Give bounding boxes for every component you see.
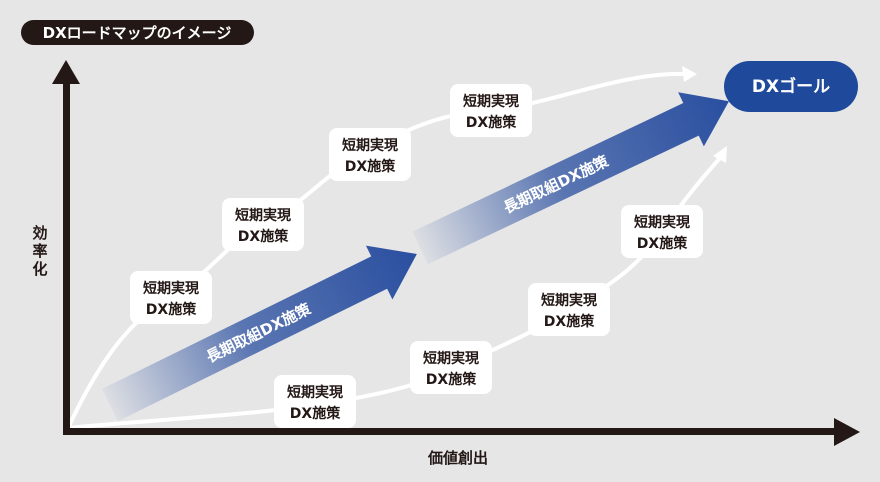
svg-text:DX施策: DX施策 bbox=[290, 405, 341, 422]
x-axis-label: 価値創出 bbox=[427, 449, 488, 467]
short-term-box: 短期実現 DX施策 bbox=[621, 205, 703, 258]
x-axis bbox=[63, 428, 838, 435]
y-axis bbox=[63, 80, 70, 435]
dx-goal-label: DXゴール bbox=[752, 76, 830, 97]
svg-text:DX施策: DX施策 bbox=[345, 158, 396, 175]
svg-text:短期実現: 短期実現 bbox=[463, 93, 519, 110]
svg-text:DX施策: DX施策 bbox=[466, 114, 517, 131]
x-axis-arrowhead-icon bbox=[834, 418, 860, 446]
svg-text:短期実現: 短期実現 bbox=[235, 207, 291, 224]
y-axis-label-2: 率 bbox=[32, 242, 47, 260]
short-term-box: 短期実現 DX施策 bbox=[222, 198, 304, 251]
svg-text:短期実現: 短期実現 bbox=[143, 280, 199, 297]
short-term-box: 短期実現 DX施策 bbox=[130, 271, 212, 324]
short-term-box: 短期実現 DX施策 bbox=[450, 84, 532, 137]
title-badge bbox=[21, 20, 254, 45]
lower-path-arrowhead-icon bbox=[713, 146, 727, 163]
svg-text:短期実現: 短期実現 bbox=[634, 214, 690, 231]
y-axis-label-3: 化 bbox=[32, 260, 47, 278]
short-term-box: 短期実現 DX施策 bbox=[274, 375, 356, 428]
short-term-box: 短期実現 DX施策 bbox=[329, 128, 411, 181]
svg-text:DX施策: DX施策 bbox=[637, 235, 688, 252]
short-term-box: 短期実現 DX施策 bbox=[410, 341, 492, 394]
svg-text:DX施策: DX施策 bbox=[426, 371, 477, 388]
y-axis-label-1: 効 bbox=[32, 224, 47, 242]
y-axis-arrowhead-icon bbox=[52, 60, 80, 84]
svg-text:DX施策: DX施策 bbox=[238, 228, 289, 245]
svg-text:DX施策: DX施策 bbox=[146, 301, 197, 318]
svg-text:短期実現: 短期実現 bbox=[423, 350, 479, 367]
long-term-arrow-1: 長期取組DX施策 bbox=[102, 245, 417, 422]
short-term-box: 短期実現 DX施策 bbox=[528, 283, 610, 336]
svg-text:短期実現: 短期実現 bbox=[342, 137, 398, 154]
dx-goal-badge bbox=[724, 61, 858, 112]
upper-path-arrowhead-icon bbox=[682, 66, 697, 82]
svg-text:短期実現: 短期実現 bbox=[287, 384, 343, 401]
svg-text:DX施策: DX施策 bbox=[544, 313, 595, 330]
svg-text:短期実現: 短期実現 bbox=[541, 292, 597, 309]
title: DXロードマップのイメージ bbox=[43, 24, 232, 42]
